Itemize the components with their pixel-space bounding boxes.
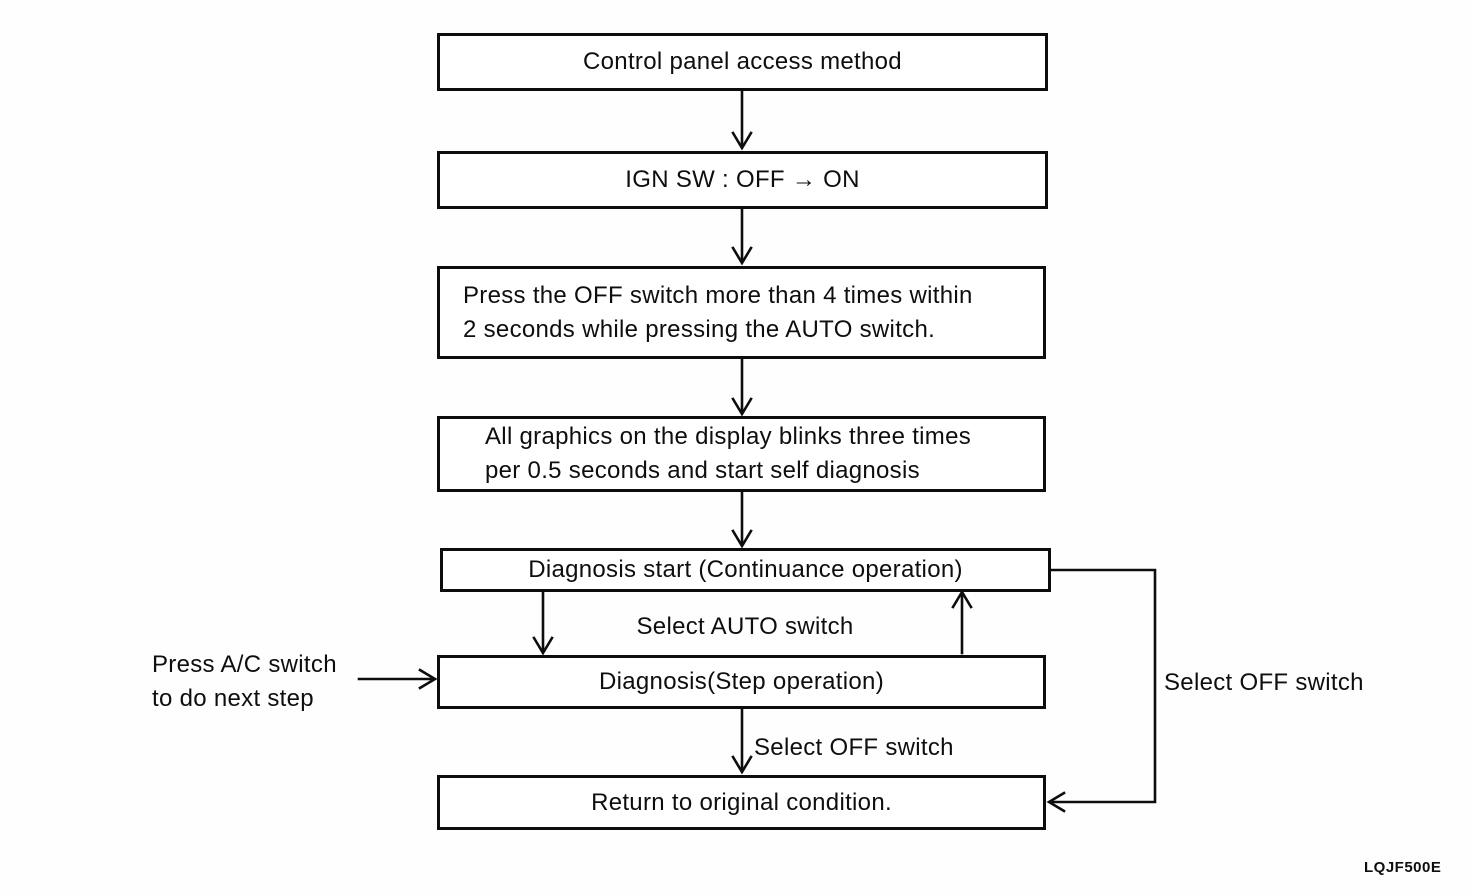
edge-label-line: Press A/C switch [152, 651, 337, 678]
flow-node-label: Diagnosis start (Continuance operation) [528, 556, 963, 583]
edge-label-select-off-switch-loop: Select OFF switch [1164, 669, 1364, 696]
flow-node-diagnosis-step: Diagnosis(Step operation) [437, 655, 1046, 709]
flow-node-press-off-switch: Press the OFF switch more than 4 times w… [437, 266, 1046, 359]
edge-label-select-auto-switch: Select AUTO switch [636, 613, 854, 640]
edge-label-select-off-switch: Select OFF switch [754, 734, 954, 761]
edge-label-line: to do next step [152, 685, 314, 712]
flow-node-label-line: 2 seconds while pressing the AUTO switch… [463, 315, 936, 343]
flow-node-label-line: per 0.5 seconds and start self diagnosis [485, 457, 920, 484]
flow-node-diagnosis-start: Diagnosis start (Continuance operation) [440, 548, 1051, 592]
flow-node-label-line: All graphics on the display blinks three… [485, 423, 972, 450]
arrow-up-select-auto-icon [951, 589, 973, 655]
flow-node-ign-switch: IGN SW : OFF → ON [437, 151, 1048, 209]
arrow-down-select-off-icon [731, 707, 753, 775]
edge-label-press-ac-switch: Press A/C switch to do next step [152, 648, 337, 716]
flow-node-graphics-blink: All graphics on the display blinks three… [437, 416, 1046, 492]
flow-node-control-panel-access: Control panel access method [437, 33, 1048, 91]
flow-node-label-line: Press the OFF switch more than 4 times w… [463, 281, 973, 309]
figure-code: LQJF500E [1364, 859, 1442, 876]
flow-node-return-original: Return to original condition. [437, 775, 1046, 830]
flow-node-label: Control panel access method [583, 48, 902, 75]
flow-node-label: Diagnosis(Step operation) [599, 668, 884, 695]
arrow-down-diagnosis-step-icon [532, 590, 554, 656]
arrow-down-4-icon [731, 490, 753, 549]
arrow-down-3-icon [731, 357, 753, 417]
arrow-right-press-ac-icon [357, 668, 438, 690]
arrow-down-1-icon [731, 89, 753, 151]
arrow-loop-select-off-icon [1046, 568, 1157, 813]
flow-node-label: Return to original condition. [591, 788, 892, 816]
flow-node-label: IGN SW : OFF → ON [625, 166, 860, 193]
arrow-down-2-icon [731, 207, 753, 266]
